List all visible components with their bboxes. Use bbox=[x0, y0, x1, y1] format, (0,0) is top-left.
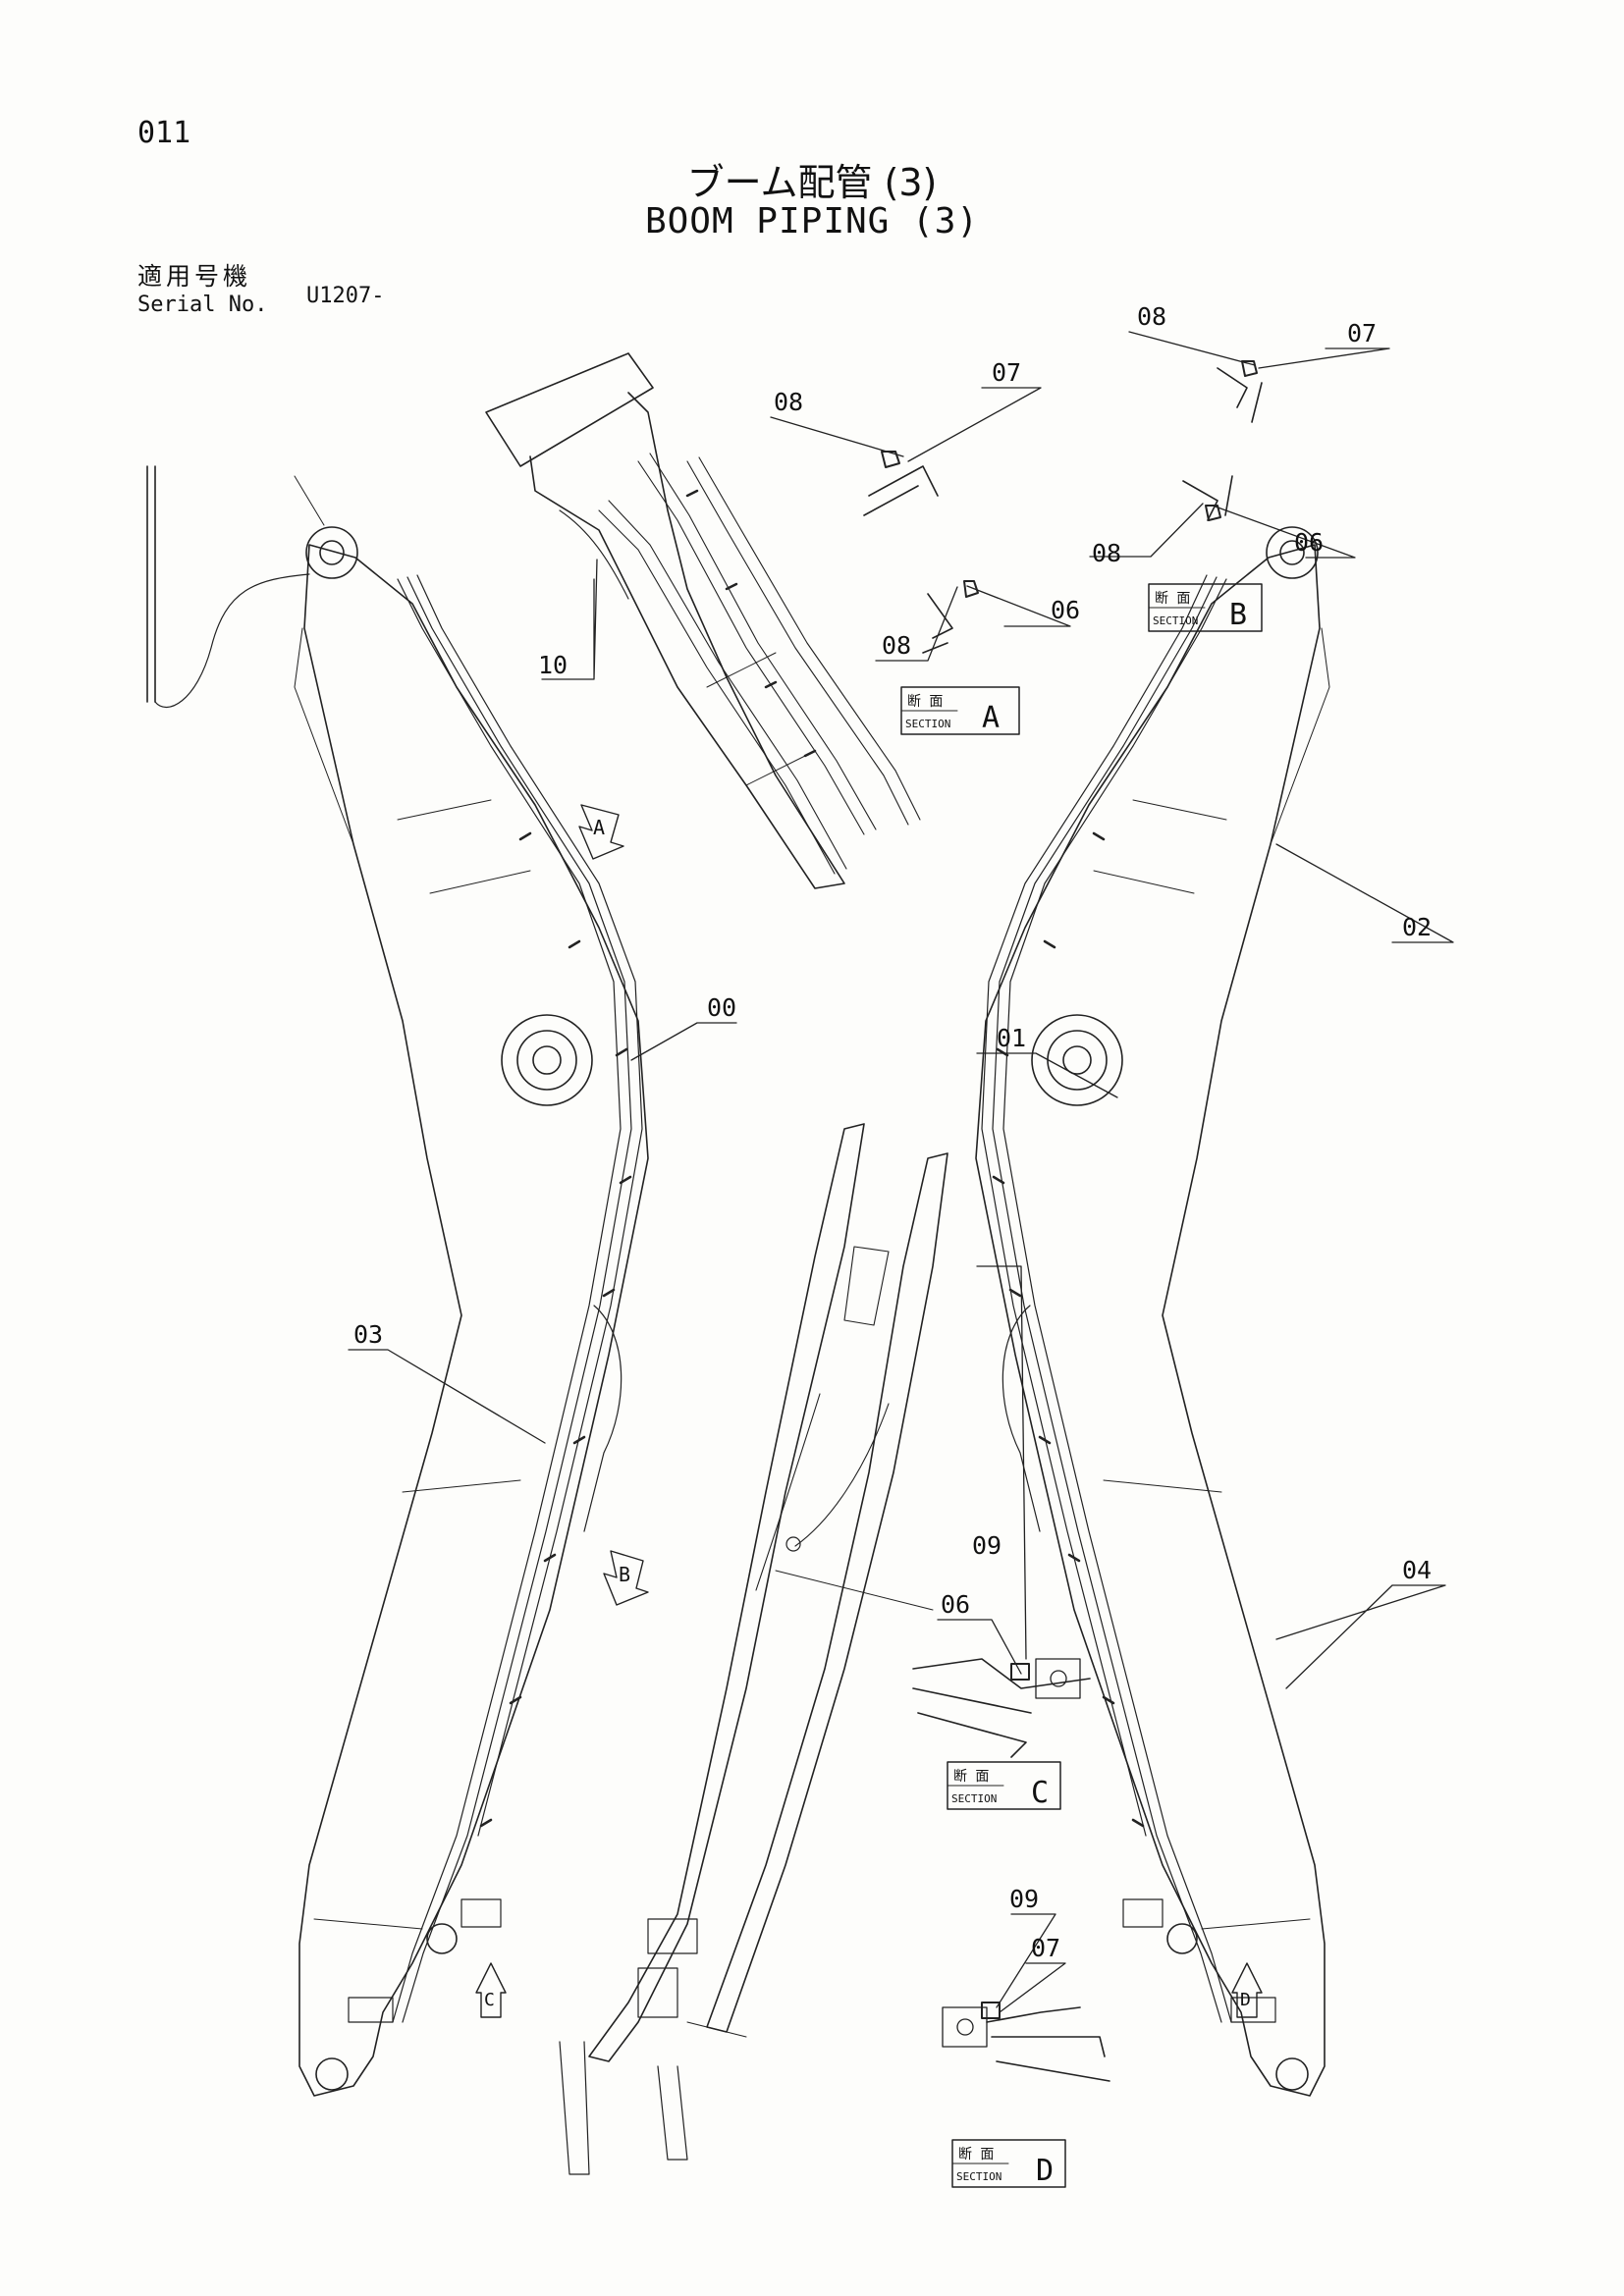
view-arrow-d: D bbox=[1231, 1962, 1263, 2018]
left-boom bbox=[146, 465, 649, 2097]
view-arrow-b-label: B bbox=[619, 1563, 630, 1586]
callout-04: 04 bbox=[1402, 1556, 1432, 1584]
section-a-en-label: SECTION bbox=[905, 718, 950, 730]
view-arrow-b: B bbox=[603, 1550, 649, 1606]
section-c-en-label: SECTION bbox=[951, 1792, 997, 1805]
section-label-b: 断 面 SECTION B bbox=[1148, 583, 1263, 632]
top-detail-view bbox=[485, 352, 921, 889]
center-detail-view bbox=[559, 1123, 948, 2175]
callout-labels: 00 01 02 03 04 06 06 06 07 07 07 08 08 0… bbox=[353, 302, 1432, 1962]
section-a-sketch bbox=[863, 451, 979, 654]
callout-08-section-a-top: 08 bbox=[774, 388, 803, 416]
callout-09-section-d: 09 bbox=[1009, 1885, 1039, 1913]
section-b-jp-label: 断 面 bbox=[1155, 591, 1190, 607]
page-number: 011 bbox=[137, 116, 191, 150]
right-boom bbox=[975, 526, 1330, 2097]
callout-10: 10 bbox=[538, 651, 568, 679]
section-b-sketch bbox=[1182, 360, 1263, 521]
view-arrow-c-label: C bbox=[484, 1990, 495, 2010]
callout-03: 03 bbox=[353, 1320, 383, 1349]
callout-06-section-c: 06 bbox=[941, 1590, 970, 1619]
callout-08-section-a-bottom: 08 bbox=[882, 631, 911, 660]
serial-label-japanese: 適用号機 bbox=[137, 262, 252, 291]
leader-lines bbox=[348, 331, 1454, 2013]
section-b-en-label: SECTION bbox=[1153, 614, 1198, 627]
callout-07-section-d: 07 bbox=[1031, 1934, 1060, 1962]
callout-07-section-b: 07 bbox=[1347, 319, 1377, 347]
section-c-sketch bbox=[912, 1658, 1091, 1758]
section-d-sketch bbox=[942, 2002, 1110, 2082]
callout-08-section-b-bottom: 08 bbox=[1092, 539, 1121, 567]
section-c-jp-label: 断 面 bbox=[953, 1769, 989, 1785]
callout-00: 00 bbox=[707, 993, 736, 1022]
callout-02: 02 bbox=[1402, 913, 1432, 941]
section-d-jp-label: 断 面 bbox=[958, 2147, 994, 2163]
callout-06-section-a: 06 bbox=[1051, 596, 1080, 624]
callout-09-section-c: 09 bbox=[972, 1531, 1001, 1560]
section-d-en-label: SECTION bbox=[956, 2170, 1001, 2183]
view-arrow-a: A bbox=[578, 804, 624, 860]
callout-07-section-a: 07 bbox=[992, 358, 1021, 387]
serial-label-english: Serial No. bbox=[137, 293, 268, 317]
section-label-c: 断 面 SECTION C bbox=[947, 1761, 1061, 1810]
callout-08-section-b-top: 08 bbox=[1137, 302, 1166, 331]
callout-01: 01 bbox=[997, 1024, 1026, 1052]
page-title-japanese: ブーム配管 (3) bbox=[686, 161, 938, 204]
view-arrow-a-label: A bbox=[593, 816, 605, 839]
section-label-a: 断 面 SECTION A bbox=[900, 686, 1020, 735]
section-a-jp-label: 断 面 bbox=[907, 694, 943, 710]
page-title-english: BOOM PIPING (3) bbox=[644, 201, 980, 241]
callout-06-section-b: 06 bbox=[1294, 528, 1324, 557]
view-arrow-c: C bbox=[475, 1962, 507, 2018]
section-b-letter: B bbox=[1229, 598, 1247, 632]
section-d-letter: D bbox=[1036, 2154, 1054, 2188]
section-c-letter: C bbox=[1031, 1776, 1049, 1810]
view-arrow-d-label: D bbox=[1240, 1990, 1251, 2010]
serial-number-value: U1207- bbox=[306, 284, 385, 308]
section-label-d: 断 面 SECTION D bbox=[951, 2139, 1066, 2188]
section-a-letter: A bbox=[982, 701, 1000, 735]
